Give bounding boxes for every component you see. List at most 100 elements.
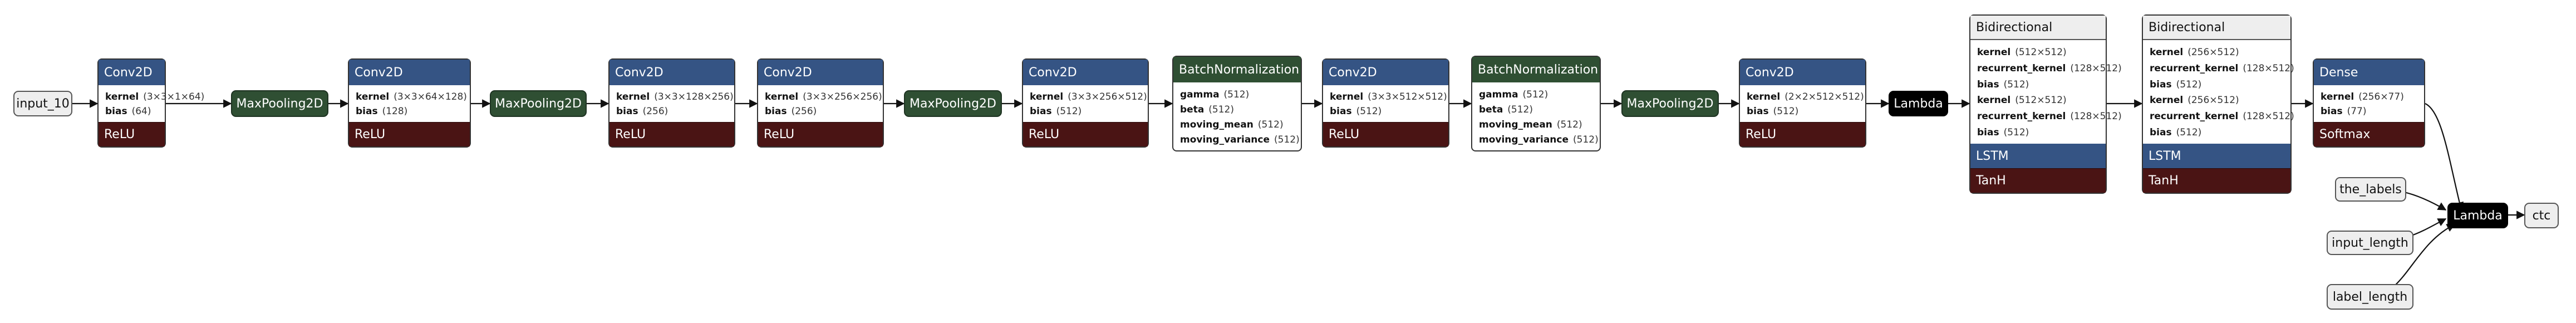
activation-label: Softmax: [2314, 122, 2424, 146]
node-title: BatchNormalization: [1472, 57, 1600, 82]
param-moving-variance: moving_variance(512): [1180, 134, 1300, 145]
param-name: kernel: [356, 91, 390, 102]
input-node-label-length[interactable]: label_length: [2327, 284, 2413, 310]
param-list: kernel (3×3×64×128) bias(128): [349, 85, 470, 122]
param-name: bias: [105, 106, 127, 117]
batchnorm-node-1[interactable]: BatchNormalization gamma(512) beta(512) …: [1172, 56, 1302, 151]
wrapped-layer-label: LSTM: [1970, 144, 2106, 168]
param-bias: bias (512): [2150, 79, 2284, 90]
input-node-input-10[interactable]: input_10: [13, 91, 72, 116]
param-shape: (512): [1522, 89, 1548, 100]
input-node-label: the_labels: [2339, 182, 2402, 197]
conv2d-node-2[interactable]: Conv2D kernel(3×3×64×128) bias(128) ReLU: [348, 58, 471, 148]
param-shape: (2×2×512×512): [1784, 91, 1864, 102]
conv2d-node-5[interactable]: Conv2D kernel(3×3×256×512) bias(512) ReL…: [1022, 58, 1149, 148]
param-shape: (3×3×64×128): [394, 91, 467, 102]
param-shape: (512): [2176, 126, 2202, 138]
param-shape: (128×512): [2243, 110, 2294, 122]
lambda-node-2[interactable]: Lambda: [2447, 203, 2508, 228]
conv2d-node-3[interactable]: Conv2D kernel(3×3×128×256) bias(256) ReL…: [608, 58, 735, 148]
param-name: beta: [1479, 104, 1503, 115]
maxpooling2d-node-4[interactable]: MaxPooling2D: [1621, 90, 1719, 117]
param-recurrent-kernel: recurrent_kernel(128×512): [1977, 63, 2122, 74]
param-kernel: kernel(2×2×512×512): [1747, 91, 1864, 102]
param-kernel-backward: kernel(256×512): [2150, 95, 2284, 106]
param-name: gamma: [1180, 89, 1220, 100]
activation-label: ReLU: [1323, 122, 1448, 146]
param-name: bias: [2150, 79, 2172, 90]
param-shape: (3×3×512×512): [1368, 91, 1447, 102]
param-kernel: kernel(3×3×1×64): [105, 91, 204, 102]
param-bias: bias(512): [1030, 106, 1141, 117]
node-title: Bidirectional: [2143, 16, 2290, 40]
param-name: moving_variance: [1479, 134, 1569, 145]
conv2d-node-1[interactable]: Conv2D kernel(3×3×1×64) bias(64) ReLU: [97, 58, 204, 148]
node-title: Dense: [2314, 60, 2424, 85]
input-node-the-labels[interactable]: the_labels: [2335, 177, 2406, 202]
param-shape: (3×3×256×512): [1068, 91, 1147, 102]
node-label: Lambda: [2453, 208, 2503, 223]
param-shape: (256×512): [2187, 47, 2239, 58]
param-kernel: kernel(256×512): [2150, 47, 2284, 58]
param-name: gamma: [1479, 89, 1518, 100]
maxpooling2d-node-3[interactable]: MaxPooling2D: [904, 90, 1002, 117]
param-shape: (512×512): [2015, 95, 2067, 106]
param-bias: bias(512): [1747, 106, 1859, 117]
node-label: MaxPooling2D: [1626, 96, 1714, 111]
param-moving-variance: moving_variance (512): [1479, 134, 1599, 145]
conv2d-node-7[interactable]: Conv2D kernel(2×2×512×512) bias(512) ReL…: [1739, 58, 1866, 148]
conv2d-node-6[interactable]: Conv2D kernel(3×3×512×512) bias(512) ReL…: [1322, 58, 1449, 148]
param-name: bias: [2321, 106, 2343, 117]
param-name: kernel: [2321, 91, 2354, 102]
node-label: MaxPooling2D: [236, 96, 323, 111]
node-label: MaxPooling2D: [495, 96, 582, 111]
maxpooling2d-node-1[interactable]: MaxPooling2D: [231, 90, 328, 117]
lambda-node-1[interactable]: Lambda: [1889, 91, 1948, 116]
param-shape: (128×512): [2070, 62, 2122, 74]
input-node-label: input_length: [2332, 236, 2408, 250]
param-bias: bias(512): [1977, 79, 2099, 90]
batchnorm-node-2[interactable]: BatchNormalization gamma(512) beta(512) …: [1471, 56, 1601, 151]
activation-label: ReLU: [609, 122, 734, 146]
param-beta: beta(512): [1180, 104, 1294, 115]
param-kernel: kernel(3×3×128×256): [616, 91, 734, 102]
edge-dense-lambda2: [2425, 102, 2464, 211]
output-node-ctc[interactable]: ctc: [2524, 203, 2559, 228]
node-title: Bidirectional: [1970, 16, 2106, 40]
conv2d-node-4[interactable]: Conv2D kernel(3×3×256×256) bias(256) ReL…: [757, 58, 884, 148]
param-bias: bias(77): [2321, 106, 2417, 117]
node-label: Lambda: [1894, 96, 1943, 111]
param-name: kernel: [1747, 91, 1781, 102]
activation-label: TanH: [1970, 168, 2106, 193]
param-name: kernel: [616, 91, 650, 102]
node-title: Conv2D: [99, 60, 165, 85]
param-shape: (512): [1208, 104, 1235, 115]
bidirectional-node-1[interactable]: Bidirectional kernel(512×512) recurrent_…: [1969, 14, 2122, 194]
param-shape: (128×512): [2243, 62, 2294, 74]
input-node-input-length[interactable]: input_length: [2327, 231, 2413, 255]
bidirectional-node-2[interactable]: Bidirectional kernel(256×512) recurrent_…: [2142, 14, 2294, 194]
param-kernel: kernel(3×3×256×512): [1030, 91, 1147, 102]
param-name: bias: [2150, 126, 2172, 138]
param-kernel: kernel(256×77): [2321, 91, 2417, 102]
param-shape: (512): [2003, 126, 2029, 138]
param-bias: bias(128): [356, 106, 463, 117]
param-name: beta: [1180, 104, 1205, 115]
param-name: recurrent_kernel: [2150, 110, 2239, 122]
node-title: BatchNormalization: [1173, 57, 1301, 82]
activation-label: ReLU: [349, 122, 470, 146]
param-bias: bias(64): [105, 106, 158, 117]
param-shape: (256): [642, 106, 668, 117]
param-shape: (512): [2176, 79, 2202, 90]
param-shape: (512): [1573, 134, 1599, 145]
param-shape: (256×512): [2187, 95, 2239, 106]
input-node-label: label_length: [2332, 290, 2408, 304]
maxpooling2d-node-2[interactable]: MaxPooling2D: [490, 90, 587, 117]
param-name: bias: [765, 106, 787, 117]
activation-label: TanH: [2143, 168, 2290, 193]
param-shape: (512): [1507, 104, 1533, 115]
node-title: Conv2D: [1023, 60, 1148, 85]
dense-node[interactable]: Dense kernel(256×77) bias(77) Softmax: [2313, 58, 2425, 148]
param-gamma: gamma (512): [1479, 89, 1593, 100]
param-kernel: kernel (3×3×64×128): [356, 91, 467, 102]
